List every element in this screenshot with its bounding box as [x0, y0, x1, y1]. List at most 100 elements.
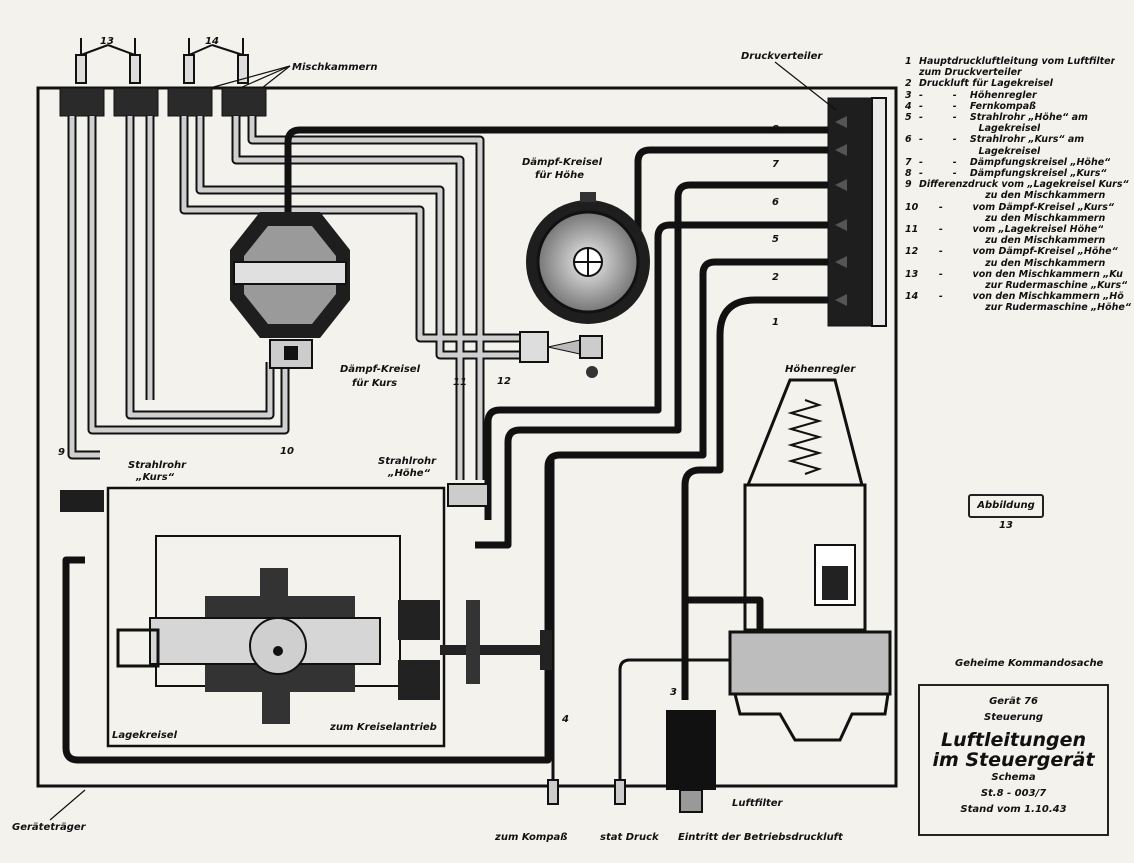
- label-line-12: 12: [497, 376, 511, 387]
- label-line-11: 11: [453, 377, 467, 388]
- legend-number: [905, 258, 919, 269]
- legend-number: 2: [905, 78, 912, 90]
- hoehenregler: [728, 378, 892, 742]
- label-hoehenregler: Höhenregler: [785, 364, 856, 375]
- line-1-path: [681, 296, 830, 700]
- stat-druck-connector: [614, 779, 626, 805]
- label-line-4: 4: [561, 714, 569, 725]
- legend-number: 4: [905, 100, 912, 112]
- label-line-9: 9: [58, 447, 65, 458]
- output-nozzles: [75, 38, 249, 84]
- druckverteiler: [827, 97, 887, 327]
- legend-number: [905, 190, 919, 201]
- label-daempf-kurs-2: für Kurs: [352, 378, 397, 389]
- title-block: Gerät 76 Steuerung Luftleitungen im Steu…: [918, 684, 1109, 836]
- title-schema: Schema: [991, 772, 1036, 783]
- legend-row: 3 - - Höhenregler: [905, 90, 1131, 101]
- title-device: Gerät 76: [989, 696, 1038, 707]
- legend-number: 1: [905, 56, 912, 67]
- label-line-2: 2: [772, 272, 779, 283]
- legend-row: zur Rudermaschine „Höhe“: [905, 302, 1131, 313]
- legend-row: zu den Mischkammern: [905, 235, 1131, 246]
- legend-row: zu den Mischkammern: [905, 190, 1131, 201]
- legend-text: - von den Mischkammern „Ku: [919, 268, 1123, 280]
- line-6-path: [475, 181, 830, 549]
- legend-number: [905, 146, 919, 157]
- kompass-connector: [547, 779, 559, 805]
- title-subtitle: Steuerung: [984, 712, 1043, 723]
- label-lagekreisel: Lagekreisel: [112, 730, 178, 741]
- mischkammern-leaders: [209, 65, 291, 89]
- jet-nozzle-12: [519, 331, 603, 378]
- label-druckverteiler: Druckverteiler: [741, 51, 823, 62]
- legend-number: [905, 213, 919, 224]
- legend-row: 6- - Strahlrohr „Kurs“ am: [905, 134, 1131, 145]
- legend-row: zum Druckverteiler: [905, 67, 1131, 78]
- line-7-path: [634, 146, 830, 245]
- legend-number: 9: [905, 179, 912, 191]
- label-line-6: 6: [772, 197, 779, 208]
- legend-text: - von den Mischkammern „Hö: [919, 291, 1124, 303]
- label-strahlrohr-kurs-1: Strahlrohr: [128, 460, 187, 471]
- legend-row: 11 - vom „Lagekreisel Höhe“: [905, 224, 1131, 235]
- legend-row: 1 Hauptdruckluftleitung vom Luftfilter: [905, 56, 1131, 67]
- legend-number: 11: [905, 224, 919, 236]
- label-daempf-hoehe-1: Dämpf-Kreisel: [522, 157, 603, 168]
- lagekreisel: [116, 568, 552, 724]
- legend-number: [905, 235, 919, 246]
- legend-number: 10: [905, 201, 919, 213]
- legend-number: 6: [905, 134, 912, 146]
- line-2-path: [62, 258, 830, 764]
- label-luftfilter: Luftfilter: [732, 798, 783, 809]
- legend-row: 12 - vom Dämpf-Kreisel „Höhe“: [905, 246, 1131, 257]
- legend-number: 3: [905, 89, 912, 101]
- label-mischkammern: Mischkammern: [292, 62, 377, 73]
- legend-row: 10 - vom Dämpf-Kreisel „Kurs“: [905, 202, 1131, 213]
- legend-row: Lagekreisel: [905, 146, 1131, 157]
- legend-text: zur Rudermaschine „Höhe“: [919, 302, 1131, 314]
- label-line-8: 8: [772, 124, 779, 135]
- legend-text: zu den Mischkammern: [919, 235, 1106, 247]
- label-13: 13: [100, 36, 114, 47]
- legend-number: 8: [905, 168, 912, 180]
- label-line-7: 7: [772, 159, 779, 170]
- legend-row: 7- - Dämpfungskreisel „Höhe“: [905, 157, 1131, 168]
- label-daempf-hoehe-2: für Höhe: [535, 170, 584, 181]
- label-line-5: 5: [772, 234, 779, 245]
- housing-frame: [36, 86, 898, 788]
- legend-text: - vom Dämpf-Kreisel „Kurs“: [919, 201, 1114, 213]
- legend-text: Hauptdruckluftleitung vom Luftfilter: [919, 56, 1116, 67]
- legend-number: [905, 67, 919, 78]
- hollow-pipes: [67, 116, 520, 480]
- label-strahlrohr-hoehe-2: „Höhe“: [387, 468, 431, 479]
- legend-number: 14: [905, 291, 919, 303]
- label-geraetetraeger: Geräteträger: [12, 822, 87, 833]
- legend-number: [905, 302, 919, 313]
- label-zum-kompass: zum Kompaß: [494, 832, 567, 843]
- legend-text: zum Druckverteiler: [919, 67, 1022, 79]
- legend-text: - - Dämpfungskreisel „Höhe“: [919, 156, 1111, 168]
- legend-number: [905, 123, 919, 134]
- figure-label: Abbildung 13: [968, 494, 1044, 531]
- daempf-kreisel-kurs: [230, 212, 350, 369]
- label-daempf-kurs-1: Dämpf-Kreisel: [340, 364, 421, 375]
- title-line-2: im Steuergerät: [932, 749, 1095, 771]
- legend-text: - - Strahlrohr „Höhe“ am: [919, 112, 1088, 124]
- thin-lines: [551, 455, 740, 780]
- luftfilter: [666, 710, 716, 813]
- title-doc-number: St.8 - 003/7: [980, 788, 1047, 799]
- label-line-1: 1: [772, 317, 779, 328]
- legend-number: 5: [905, 112, 912, 124]
- label-strahlrohr-kurs-2: „Kurs“: [135, 472, 175, 483]
- legend-row: 5 - - Strahlrohr „Höhe“ am: [905, 112, 1131, 123]
- legend-text: - - Fernkompaß: [919, 100, 1036, 112]
- line-8-path: [284, 126, 830, 225]
- legend-text: - - Höhenregler: [919, 89, 1037, 101]
- legend-text: - vom Dämpf-Kreisel „Höhe“: [919, 246, 1118, 258]
- line-5-path: [484, 221, 830, 520]
- label-14: 14: [205, 36, 219, 47]
- legend-text: Lagekreisel: [919, 145, 1041, 157]
- legend-text: zu den Mischkammern: [919, 257, 1106, 269]
